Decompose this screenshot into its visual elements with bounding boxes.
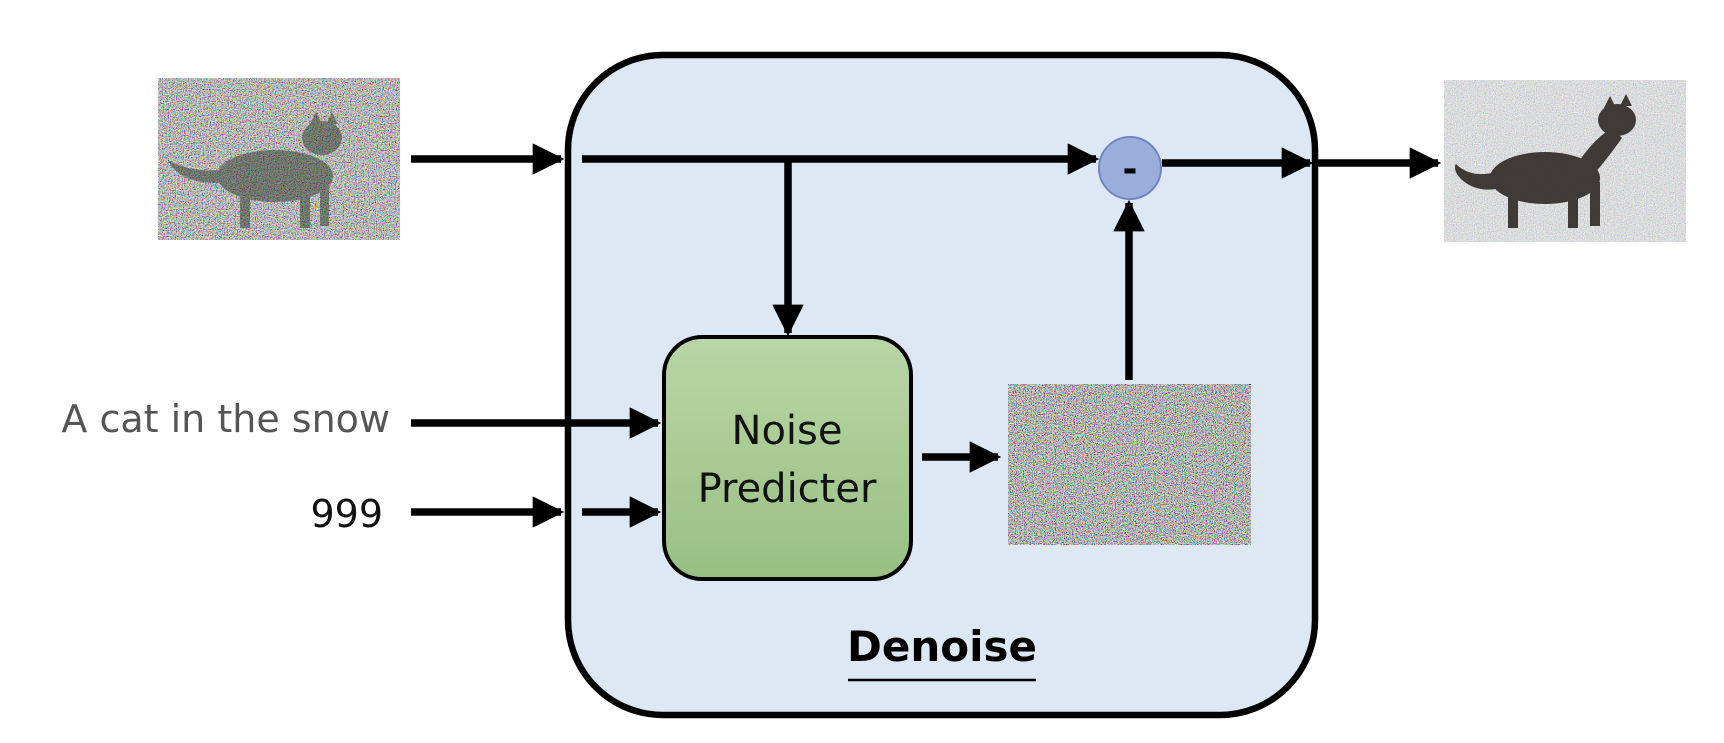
input-noisy-image	[158, 78, 400, 240]
step-number-label: 999	[310, 492, 383, 536]
noise-predictor-label-line1: Noise	[732, 408, 843, 454]
text-prompt-label: A cat in the snow	[61, 397, 390, 441]
output-denoised-image	[1444, 80, 1686, 242]
subtract-symbol: -	[1123, 149, 1138, 190]
arrows	[411, 143, 1442, 528]
predicted-noise-image	[1008, 384, 1251, 545]
input-cat-silhouette	[168, 112, 342, 228]
denoise-title-text: Denoise	[847, 622, 1037, 671]
subtract-node: -	[1098, 136, 1162, 200]
output-cat-silhouette	[1454, 94, 1636, 228]
noise-predictor-block: Noise Predicter	[662, 335, 913, 581]
denoise-title: Denoise	[847, 622, 1037, 682]
noise-predictor-label-line2: Predicter	[698, 466, 877, 512]
